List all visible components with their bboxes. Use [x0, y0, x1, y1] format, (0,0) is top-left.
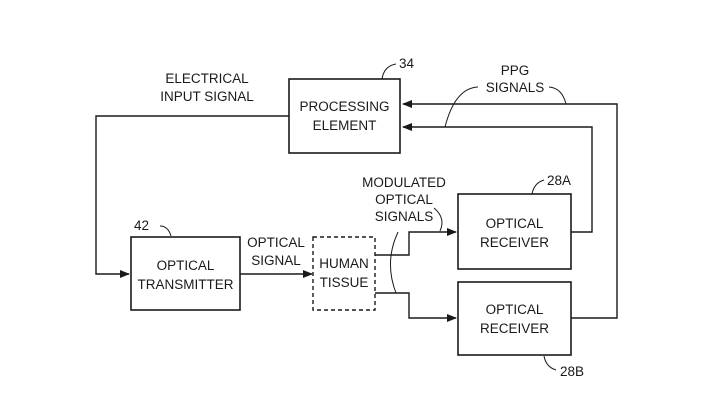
optical-transmitter-box [130, 236, 241, 311]
processing-element-label-1: PROCESSING [299, 99, 389, 114]
ppg-leader-left [444, 86, 479, 128]
optical-receiver-a-box [457, 193, 572, 270]
processing-element-box [288, 78, 401, 154]
ppg-wire-a [402, 123, 593, 233]
human-tissue-box [312, 236, 376, 311]
modulated-wire-a [375, 228, 457, 256]
optical-receiver-a-label-1: OPTICAL [486, 216, 544, 231]
optical-receiver-a-label-2: RECEIVER [480, 235, 549, 250]
ref-34-leader [381, 63, 397, 80]
electrical-input-wire [95, 115, 289, 278]
ref-28a-leader [531, 179, 545, 195]
optical-signal-label-2: SIGNAL [251, 253, 301, 268]
optical-receiver-b-box [457, 281, 572, 356]
human-tissue-label-1: HUMAN [319, 256, 369, 271]
human-tissue-label-2: TISSUE [320, 275, 369, 290]
ref-28b-leader [543, 355, 557, 371]
ref-34: 34 [399, 56, 415, 71]
ref-42: 42 [134, 218, 149, 233]
modulated-leader-a [433, 207, 443, 232]
modulated-wire-b [375, 292, 457, 322]
processing-element-label-2: ELEMENT [313, 118, 377, 133]
ppg-leader-right [548, 86, 567, 105]
optical-signal-label-1: OPTICAL [247, 235, 305, 250]
ppg-wire-b [402, 100, 618, 319]
modulated-leader-b [389, 231, 399, 294]
optical-transmitter-label-2: TRANSMITTER [138, 277, 234, 292]
ref-28a: 28A [547, 173, 571, 188]
modulated-signals-label-2: OPTICAL [375, 192, 433, 207]
optical-transmitter-label-1: OPTICAL [157, 258, 215, 273]
optical-receiver-b-label-1: OPTICAL [486, 302, 544, 317]
modulated-signals-label-3: SIGNALS [375, 209, 434, 224]
ref-42-leader [159, 225, 172, 237]
ppg-signals-label-2: SIGNALS [486, 80, 545, 95]
electrical-input-label-1: ELECTRICAL [165, 71, 249, 86]
modulated-signals-label-1: MODULATED [362, 175, 446, 190]
electrical-input-label-2: INPUT SIGNAL [160, 89, 254, 104]
ref-28b: 28B [560, 364, 584, 379]
optical-receiver-b-label-2: RECEIVER [480, 321, 549, 336]
ppg-signals-label-1: PPG [501, 63, 530, 78]
